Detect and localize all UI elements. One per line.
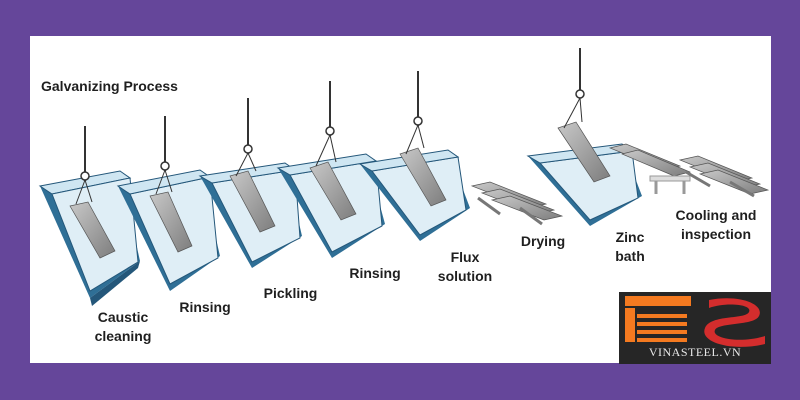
tank-rinsing-1 bbox=[116, 116, 220, 291]
step-label-rinsing-2: Rinsing bbox=[349, 265, 401, 281]
tank-zinc-bath bbox=[526, 48, 642, 226]
diagram-title: Galvanizing Process bbox=[41, 78, 178, 94]
step-label-rinsing-1: Rinsing bbox=[179, 299, 231, 315]
drying-rack bbox=[470, 181, 564, 226]
vinasteel-logo: VINASTEEL.VN bbox=[619, 292, 771, 364]
step-label-zinc-bath: Zinc bath bbox=[615, 229, 645, 264]
diagram-panel: Galvanizing Process bbox=[30, 36, 771, 363]
tank-caustic-cleaning bbox=[38, 126, 140, 306]
fs-logo-mark-icon bbox=[625, 296, 765, 347]
step-label-caustic-cleaning: Caustic cleaning bbox=[94, 309, 152, 344]
process-illustration bbox=[38, 48, 770, 306]
tank-rinsing-2 bbox=[276, 81, 385, 258]
tank-pickling bbox=[198, 98, 302, 268]
tank-flux-solution bbox=[358, 71, 470, 241]
step-label-flux-solution: Flux solution bbox=[437, 249, 493, 284]
step-label-pickling: Pickling bbox=[263, 285, 318, 301]
cooling-rack bbox=[678, 155, 770, 198]
step-label-drying: Drying bbox=[520, 233, 566, 249]
step-label-cooling-and-inspection: Cooling and inspection bbox=[675, 207, 757, 242]
zinc-exit-rack bbox=[608, 143, 692, 194]
logo-text: VINASTEEL.VN bbox=[648, 345, 742, 359]
